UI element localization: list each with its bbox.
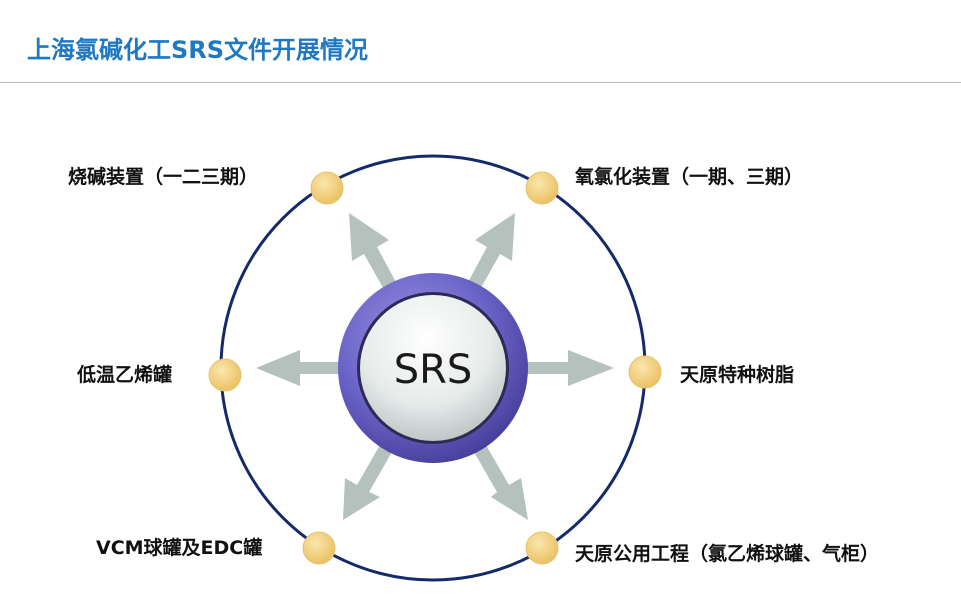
- node-dot-right: [628, 355, 662, 389]
- node-dot-bottom-right: [525, 531, 559, 565]
- node-label-right: 天原特种树脂: [680, 364, 795, 386]
- node-dot-top-right: [525, 171, 559, 205]
- center-label: SRS: [394, 347, 473, 393]
- arrow-right: [521, 350, 614, 386]
- arrow-top-left: [349, 213, 398, 293]
- arrow-left: [256, 350, 345, 386]
- node-label-left: 低温乙烯罐: [77, 364, 173, 386]
- node-label-top-right: 氧氯化装置（一期、三期）: [575, 166, 804, 188]
- arrow-top-right: [466, 213, 515, 293]
- node-dot-left: [208, 358, 242, 392]
- node-dot-bottom-left: [302, 531, 336, 565]
- arrow-bottom-right: [474, 445, 528, 520]
- page-title: 上海氯碱化工SRS文件开展情况: [27, 36, 369, 64]
- title-divider: [0, 82, 961, 83]
- center-inner-disc: [360, 295, 506, 441]
- arrow-bottom-left: [343, 445, 392, 520]
- node-dot-top-left: [310, 171, 344, 205]
- node-label-bottom-right: 天原公用工程（氯乙烯球罐、气柜）: [575, 543, 880, 565]
- node-label-top-left: 烧碱装置（一二三期）: [68, 166, 259, 188]
- node-label-bottom-left: VCM球罐及EDC罐: [96, 537, 263, 559]
